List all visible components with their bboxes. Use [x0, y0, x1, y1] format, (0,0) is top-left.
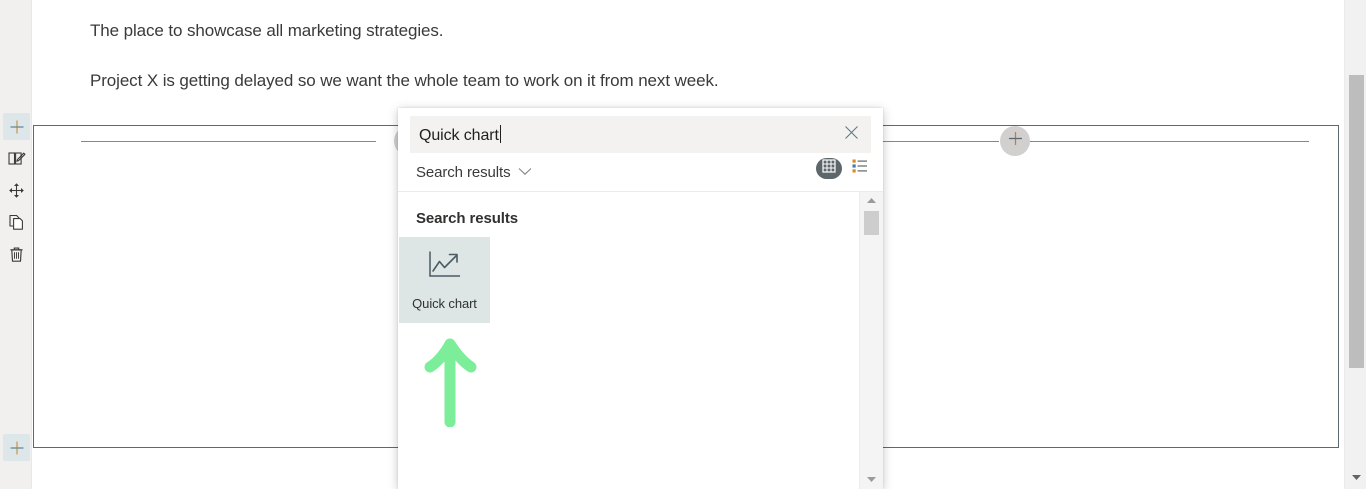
grid-icon — [822, 159, 836, 178]
line-chart-icon — [427, 250, 463, 285]
search-results-grid: Quick chart — [398, 237, 859, 323]
caret-up-icon — [866, 192, 877, 210]
search-scope-label: Search results — [416, 163, 511, 181]
result-tile-quick-chart[interactable]: Quick chart — [399, 237, 490, 323]
rail-add-section-top-button[interactable] — [3, 113, 30, 140]
plus-icon — [1007, 130, 1024, 152]
dialog-body: Search results Quick chart — [398, 192, 883, 489]
rail-duplicate-section-button[interactable] — [3, 209, 30, 236]
close-icon — [844, 125, 859, 145]
dialog-header: Quick chart Search results — [398, 108, 883, 192]
plus-icon — [8, 439, 26, 457]
list-view-toggle[interactable] — [847, 158, 873, 179]
divider-line-right — [1029, 141, 1309, 142]
caret-down-icon — [1351, 468, 1362, 486]
divider-line-left — [81, 141, 376, 142]
search-scope-dropdown[interactable]: Search results — [416, 160, 532, 184]
page-scrollbar[interactable] — [1344, 0, 1366, 489]
text-caret — [499, 124, 501, 143]
caret-down-icon — [866, 470, 877, 488]
move-icon — [7, 181, 26, 200]
insert-handle-right[interactable] — [1000, 126, 1030, 156]
chevron-down-icon — [518, 163, 532, 181]
plus-icon — [8, 118, 26, 136]
rail-move-section-button[interactable] — [3, 177, 30, 204]
view-toggle-group — [816, 158, 873, 179]
dialog-scrollbar[interactable] — [859, 192, 883, 489]
dialog-scroll-down-button[interactable] — [860, 471, 883, 487]
trash-icon — [7, 245, 26, 264]
search-input[interactable]: Quick chart — [410, 124, 831, 145]
rail-rename-section-button[interactable] — [3, 145, 30, 172]
list-icon — [852, 159, 868, 178]
copy-icon — [7, 213, 26, 232]
paragraph-1: The place to showcase all marketing stra… — [90, 21, 444, 40]
search-clear-button[interactable] — [831, 116, 871, 153]
search-input-value: Quick chart — [419, 126, 499, 144]
rail-add-section-bottom-button[interactable] — [3, 434, 30, 461]
section-tool-rail — [0, 0, 32, 489]
page-scroll-down-button[interactable] — [1345, 468, 1366, 486]
dialog-scroll-up-button[interactable] — [860, 193, 883, 209]
search-field[interactable]: Quick chart — [410, 116, 871, 153]
paragraph-2: Project X is getting delayed so we want … — [90, 71, 719, 90]
grid-view-toggle[interactable] — [816, 158, 842, 179]
page-scrollbar-thumb[interactable] — [1349, 75, 1364, 368]
dialog-subbar: Search results — [398, 158, 883, 191]
result-tile-label: Quick chart — [412, 295, 477, 311]
rename-icon — [7, 149, 26, 168]
insert-search-dialog: Quick chart Search results — [398, 108, 883, 489]
rail-delete-section-button[interactable] — [3, 241, 30, 268]
search-results-heading: Search results — [416, 210, 518, 227]
dialog-scrollbar-thumb[interactable] — [864, 211, 879, 235]
